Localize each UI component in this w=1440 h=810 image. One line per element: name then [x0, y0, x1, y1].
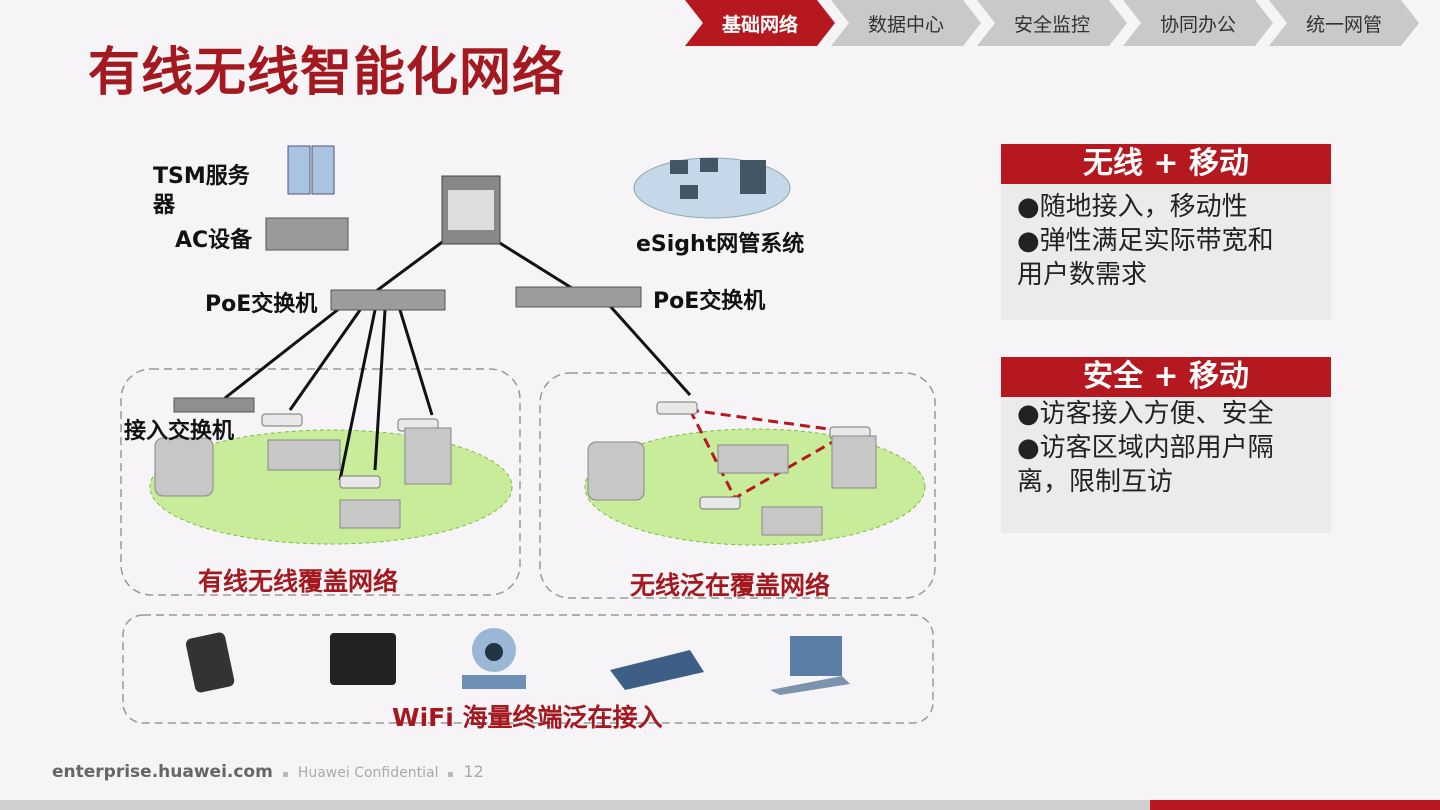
- core-switch-icon: [441, 175, 501, 245]
- panel-line: ●弹性满足实际带宽和: [1017, 226, 1274, 256]
- camera-icon: [462, 628, 526, 689]
- network-links: [224, 238, 692, 481]
- separator: [448, 772, 454, 777]
- ip-phone-icon: [610, 650, 704, 690]
- esight-label: eSight网管系统: [636, 231, 804, 257]
- access-switch-label: 接入交换机: [124, 418, 234, 444]
- panel-line: 离，限制互访: [1017, 467, 1174, 497]
- bottom-bar: [0, 800, 1440, 810]
- separator: [282, 772, 288, 777]
- esight-system-icon: [633, 157, 791, 219]
- panel-heading: 安全 + 移动: [1001, 357, 1331, 397]
- tsm-server-icon: [287, 145, 335, 195]
- wireless-mobility-panel: 无线 + 移动 ●随地接入，移动性 ●弹性满足实际带宽和 用户数需求: [1001, 144, 1331, 320]
- footer: enterprise.huawei.com Huawei Confidentia…: [52, 762, 484, 782]
- wireless-region: [539, 372, 936, 599]
- nav-tab-collaboration[interactable]: 协同办公: [1123, 0, 1273, 46]
- security-mobility-panel: 安全 + 移动 ●访客接入方便、安全 ●访客区域内部用户隔 离，限制互访: [1001, 357, 1331, 533]
- wireless-mesh-links: [688, 408, 855, 501]
- nav-tab-security-monitoring[interactable]: 安全监控: [977, 0, 1127, 46]
- ac-device-label: AC设备: [175, 227, 253, 253]
- poe-switch-right-label: PoE交换机: [653, 288, 765, 314]
- tablet-icon: [330, 633, 396, 685]
- footer-confidential: Huawei Confidential: [297, 765, 439, 781]
- panel-line: ●访客区域内部用户隔: [1017, 433, 1274, 463]
- poe-switch-left-icon: [330, 289, 446, 311]
- building-icons: [154, 427, 877, 536]
- nav-tab-data-center[interactable]: 数据中心: [831, 0, 981, 46]
- access-switch-icon: [173, 397, 255, 413]
- laptop-icon: [770, 636, 850, 695]
- tsm-server-label-cont: 器: [152, 193, 176, 218]
- smartphone-icon: [185, 632, 235, 693]
- nav-tab-basic-network[interactable]: 基础网络: [685, 0, 835, 46]
- page-title: 有线无线智能化网络: [88, 43, 566, 103]
- tsm-server-label: TSM服务: [153, 164, 251, 189]
- panel-line: ●随地接入，移动性: [1017, 192, 1248, 222]
- wired-wireless-area-label: 有线无线覆盖网络: [198, 567, 398, 596]
- section-nav: 基础网络 数据中心 安全监控 协同办公 统一网管: [685, 0, 1419, 46]
- panel-line: 用户数需求: [1017, 260, 1148, 290]
- nav-tab-unified-management[interactable]: 统一网管: [1269, 0, 1419, 46]
- poe-switch-left-label: PoE交换机: [205, 291, 317, 317]
- terminals-region: [122, 614, 934, 724]
- panel-line: ●访客接入方便、安全: [1017, 399, 1274, 429]
- ac-device-icon: [265, 217, 349, 251]
- panel-heading: 无线 + 移动: [1001, 144, 1331, 184]
- poe-switch-right-icon: [515, 286, 642, 308]
- terminals-area-label: WiFi 海量终端泛在接入: [392, 703, 663, 732]
- page-number: 12: [463, 762, 484, 781]
- wireless-area-label: 无线泛在覆盖网络: [630, 571, 830, 600]
- footer-site: enterprise.huawei.com: [52, 762, 273, 782]
